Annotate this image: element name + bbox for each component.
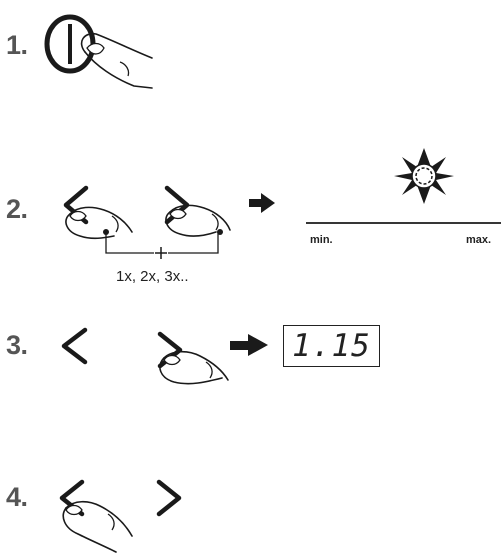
finger-icon [65, 206, 133, 240]
repeat-press-caption: 1x, 2x, 3x.. [116, 268, 189, 285]
arrow-right-icon [249, 193, 275, 213]
step-3-number: 3. [6, 330, 28, 360]
finger-icon [80, 32, 153, 89]
lcd-display: 1.15 [283, 325, 380, 367]
chevron-left-icon[interactable] [61, 327, 88, 365]
finger-icon [62, 500, 133, 553]
lcd-display-value: 1.15 [292, 328, 371, 364]
brightness-sun-icon [394, 148, 454, 204]
step-2-number: 2. [6, 194, 28, 224]
scale-min-label: min. [310, 234, 333, 246]
arrow-right-icon [230, 334, 268, 356]
power-icon[interactable] [44, 14, 96, 74]
step-1-number: 1. [6, 30, 28, 60]
scale-max-label: max. [466, 234, 492, 246]
finger-icon [159, 350, 229, 385]
step-4-number: 4. [6, 482, 28, 512]
finger-icon [165, 204, 231, 237]
chevron-right-icon[interactable] [156, 479, 182, 517]
